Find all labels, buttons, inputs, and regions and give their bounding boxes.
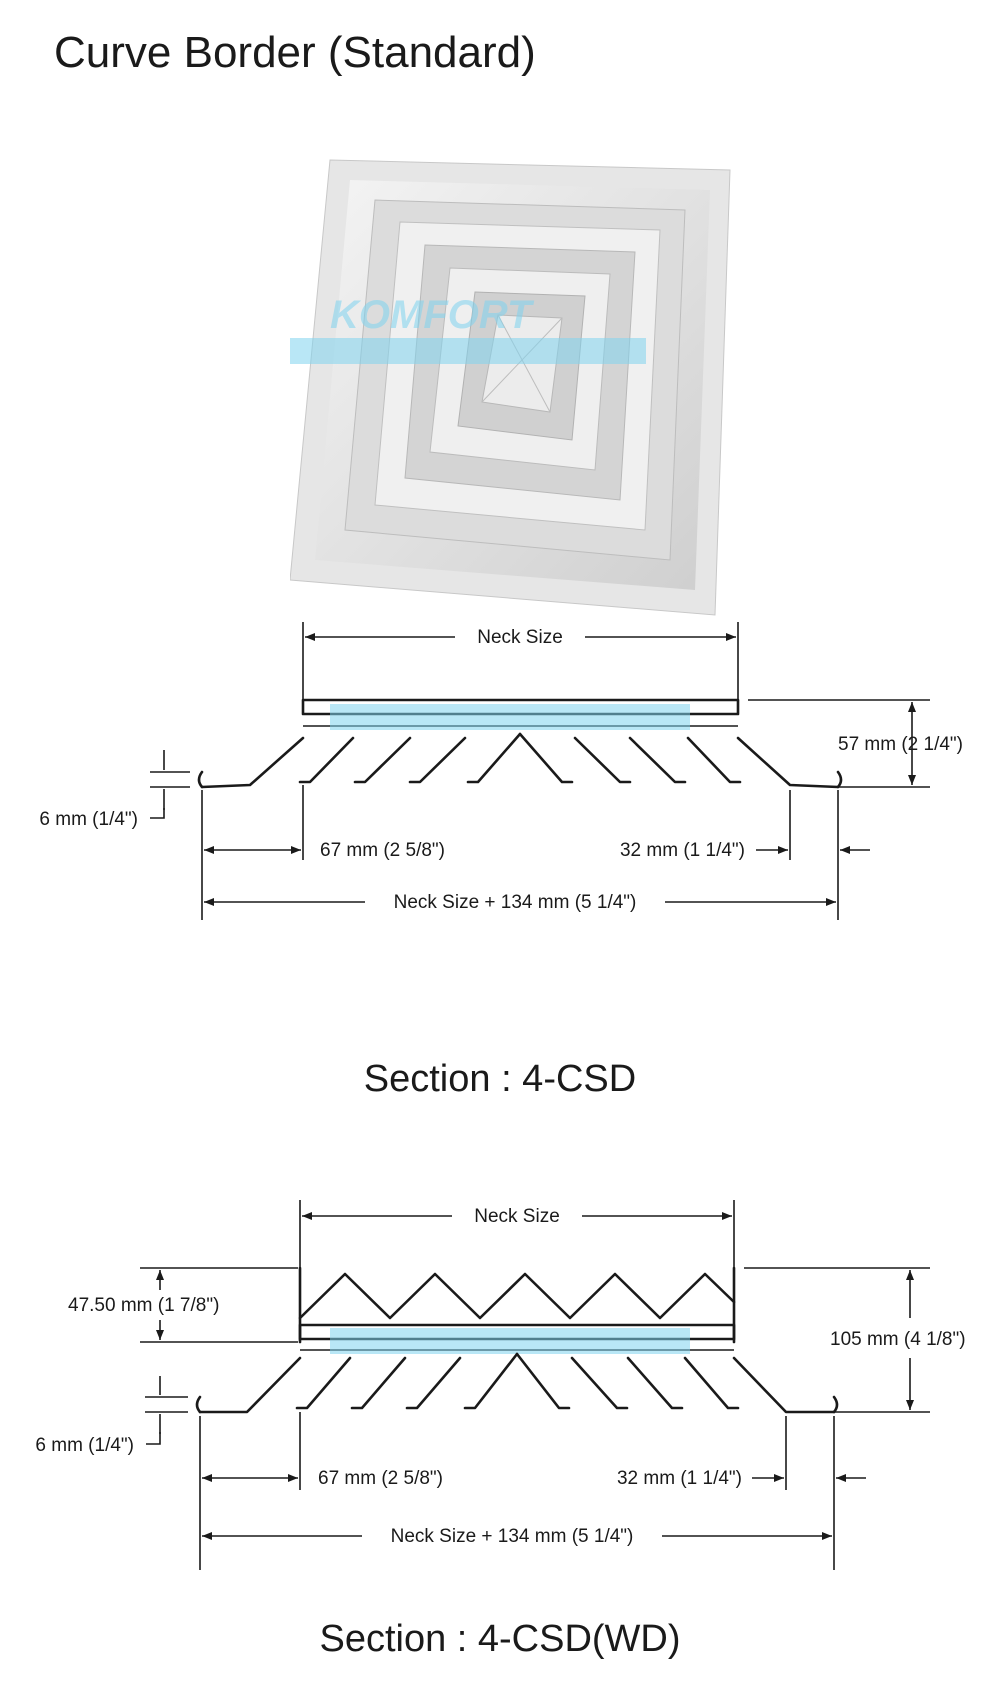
overall-size-label-2: Neck Size + 134 mm (5 1/4") <box>391 1526 634 1547</box>
watermark-text: KOMFORT <box>330 293 535 337</box>
neck-size-label: Neck Size <box>477 627 563 648</box>
section-4-csd-wd-caption: Section : 4-CSD(WD) <box>319 1618 681 1660</box>
watermark-band <box>290 338 646 364</box>
height-105mm-label: 105 mm (4 1/8") <box>830 1329 966 1350</box>
section-4-csd-caption: Section : 4-CSD <box>363 1058 637 1100</box>
damper-height-label: 47.50 mm (1 7/8") <box>68 1295 219 1316</box>
lip-6mm-label-2: 6 mm (1/4") <box>35 1435 134 1456</box>
section-4-csd-diagram: Neck Size 57 mm (2 1/4") 6 mm (1/4") 67 … <box>39 622 963 920</box>
diffuser-product-image: KOMFORT <box>290 159 731 616</box>
right-offset-label: 32 mm (1 1/4") <box>620 840 745 861</box>
neck-size-label-2: Neck Size <box>474 1206 560 1227</box>
left-offset-label-2: 67 mm (2 5/8") <box>318 1468 443 1489</box>
page-title: Curve Border (Standard) <box>54 28 536 77</box>
section-4-csd-wd-diagram: Neck Size 47.50 mm (1 7/8") 105 mm (4 1/… <box>35 1200 966 1570</box>
left-offset-label: 67 mm (2 5/8") <box>320 840 445 861</box>
overall-size-label: Neck Size + 134 mm (5 1/4") <box>394 892 637 913</box>
right-offset-label-2: 32 mm (1 1/4") <box>617 1468 742 1489</box>
height-57mm-label: 57 mm (2 1/4") <box>838 734 963 755</box>
lip-6mm-label: 6 mm (1/4") <box>39 809 138 830</box>
